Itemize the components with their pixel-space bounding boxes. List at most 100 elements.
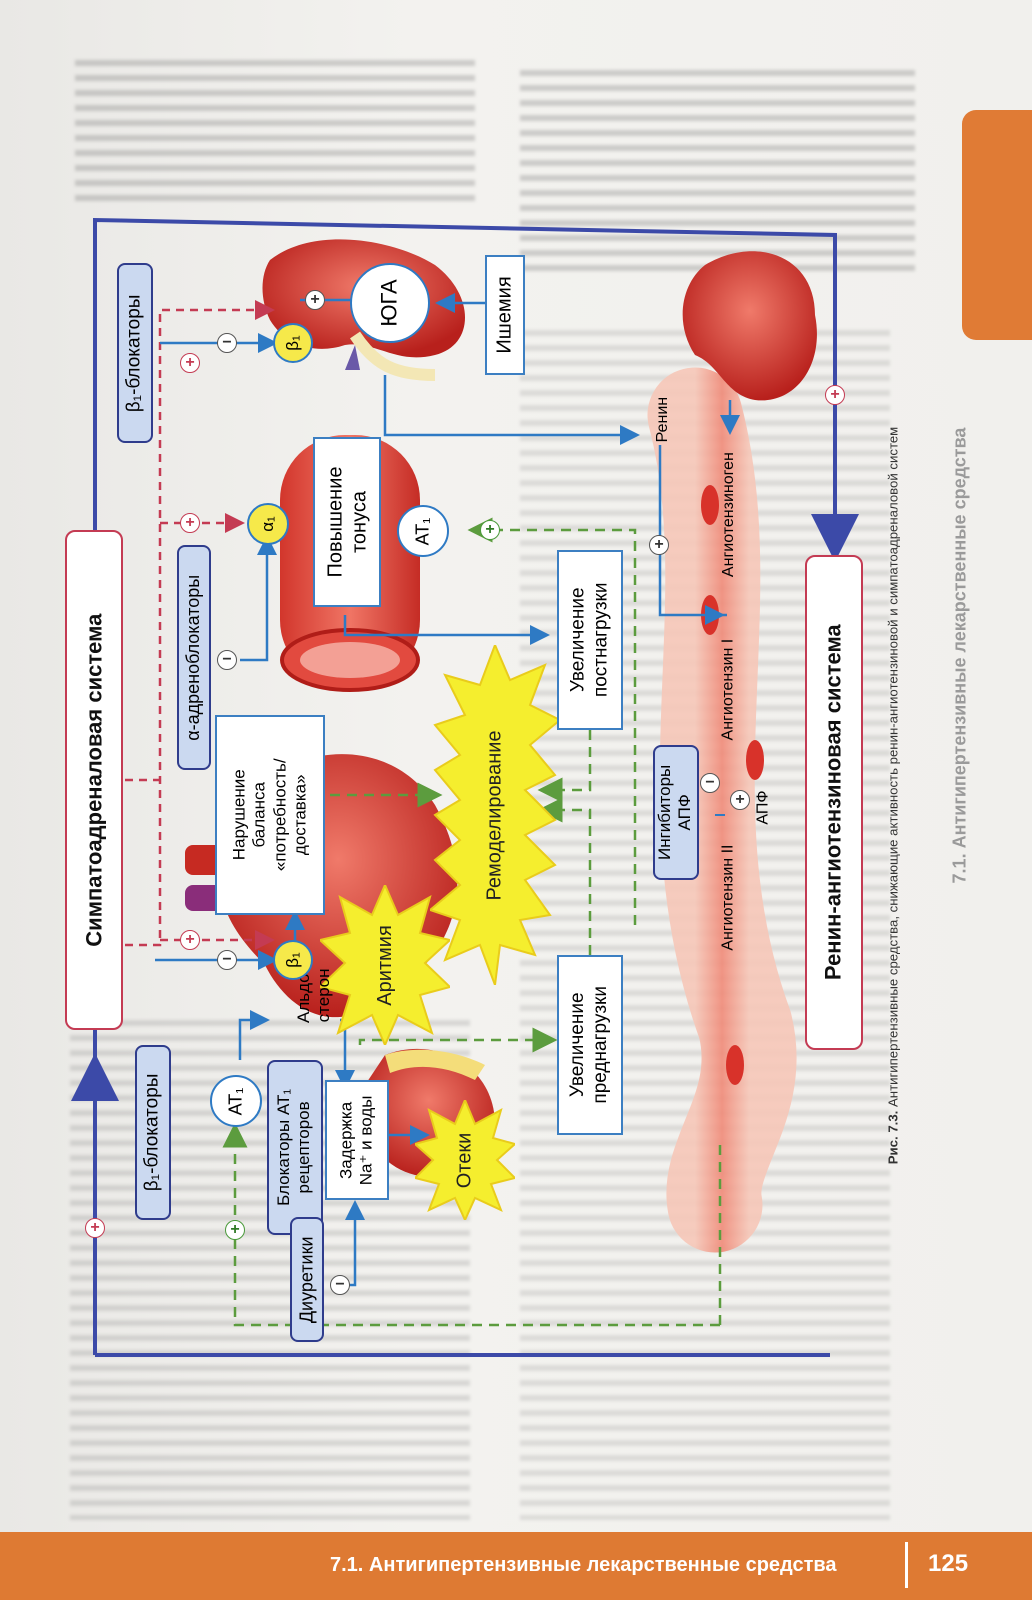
starburst-shape [320, 885, 450, 1045]
sympathetic-line [125, 300, 275, 947]
caption-text: Антигипертензивные средства, снижающие а… [885, 426, 901, 1107]
plus-sign: + [480, 520, 500, 540]
page-number: 125 [928, 1550, 969, 1577]
balance-label-3: «потребность/ [270, 758, 290, 872]
renin-text: Ренин [650, 385, 676, 455]
ureter [350, 331, 436, 381]
balance-label-2: баланса [249, 782, 269, 848]
ace-label: АПФ [754, 790, 772, 825]
beta1-heart-label: β₁ [282, 952, 302, 968]
raas-system-label: Ренин-ангиотензиновая система [820, 624, 846, 981]
angiotensinogen-text: Ангиотензиноген [715, 425, 741, 605]
arrhythmia-label: Аритмия [373, 924, 396, 1006]
minus-sign: − [217, 333, 237, 353]
renal-vessels [345, 345, 360, 370]
alpha-blockers-label: α-адреноблокаторы [183, 574, 204, 741]
sympathoadrenal-system-label: Симпатоадреналовая система [80, 613, 106, 947]
adrenal-gland [385, 1049, 485, 1080]
angiotensin2-adrenal-line [222, 1122, 720, 1327]
erythrocyte [726, 1045, 744, 1085]
blood-vessel [647, 367, 797, 1253]
alpha1-receptor: α₁ [247, 503, 289, 545]
renin-label: Ренин [654, 397, 672, 443]
tone-label-2: тонуса [348, 490, 371, 554]
starburst-shape [430, 645, 560, 985]
beta1-blockers-top-label: β₁-блокаторы [123, 294, 145, 412]
plus-sign: + [305, 290, 325, 310]
plus-sign: + [180, 353, 200, 373]
diuretic-line [335, 1200, 365, 1287]
angiotensin1-label: Ангиотензин I [719, 639, 737, 741]
minus-sign: − [217, 650, 237, 670]
at1-blockers-label-1: Блокаторы AT₁ [274, 1088, 294, 1207]
footer-divider [905, 1542, 908, 1588]
beta1-kidney-receptor: β₁ [273, 323, 313, 363]
alpha1-label: α₁ [257, 516, 277, 532]
background-text-block [75, 60, 475, 210]
edema-starburst: Отеки [415, 1100, 515, 1220]
balance-label-1: Нарушение [229, 769, 249, 861]
ace-inhibitors-label-1: Ингибиторы [655, 764, 675, 861]
alpha-blockers-box: α-адреноблокаторы [177, 545, 211, 770]
aldosterone-line [238, 1010, 270, 1060]
artery-lumen-inner [300, 642, 400, 678]
angiotensinogen-label: Ангиотензиноген [719, 452, 737, 578]
beta1-heart-receptor: β₁ [273, 940, 313, 980]
beta1-blockers-bottom-label: β₁-блокаторы [141, 1073, 163, 1192]
liver-illustration [682, 251, 817, 401]
tone-afterload-line [343, 615, 550, 645]
plus-sign: + [730, 790, 750, 810]
juga-circle: ЮГА [350, 263, 430, 343]
background-text-block [520, 70, 915, 280]
chapter-tab [962, 110, 1032, 340]
remodeling-label: Ремоделирование [483, 729, 506, 901]
afterload-remodeling-line [537, 730, 592, 803]
plus-sign: + [825, 385, 845, 405]
tone-label-1: Повышение [324, 466, 347, 578]
footer-title: 7.1. Антигипертензивные лекарственные ср… [330, 1554, 837, 1576]
retention-label-1: Задержка [336, 1101, 356, 1179]
juga-label: ЮГА [377, 279, 402, 327]
arrhythmia-starburst: Аритмия [320, 885, 450, 1045]
sympathoadrenal-system-box: Симпатоадреналовая система [65, 530, 123, 1030]
at1-adrenal-receptor: AT₁ [210, 1075, 262, 1127]
running-head: 7.1. Антигипертензивные лекарственные ср… [949, 427, 970, 883]
balance-label-4: доставка» [290, 774, 310, 856]
renin-action-line [658, 445, 725, 625]
raas-sympathetic-diagram: Ремоделирование Аритмия Отеки Симпатоадр… [55, 205, 870, 1385]
retention-preload-line [358, 1027, 558, 1053]
beta1-kidney-label: β₁ [282, 335, 302, 351]
page-footer: 7.1. Антигипертензивные лекарственные ср… [0, 1532, 1032, 1600]
angiotensin2-label: Ангиотензин II [719, 844, 737, 951]
minus-sign: − [700, 773, 720, 793]
minus-sign: − [330, 1275, 350, 1295]
remodeling-starburst: Ремоделирование [430, 645, 560, 985]
plus-sign: + [225, 1220, 245, 1240]
minus-sign: − [217, 950, 237, 970]
afterload-label-2: постнагрузки [590, 582, 612, 698]
caption-label: Рис. 7.3. [885, 1110, 901, 1164]
plus-sign: + [180, 930, 200, 950]
angiotensin2-vessel-line [467, 517, 637, 925]
at1-vessel-label: AT₁ [412, 517, 433, 545]
at1-adrenal-label: AT₁ [225, 1087, 246, 1115]
ischemia-label: Ишемия [494, 276, 517, 354]
diuretics-label: Диуретики [296, 1236, 317, 1323]
ace-inhibitors-label-2: АПФ [676, 794, 696, 831]
figure-caption: Рис. 7.3. Антигипертензивные средства, с… [875, 285, 911, 1305]
preload-label-2: преднагрузки [590, 986, 612, 1104]
angiotensin2-text: Ангиотензин II [715, 825, 741, 970]
alpha-blocker-line [240, 535, 277, 662]
ace-text: АПФ [750, 780, 776, 835]
starburst-shape [415, 1100, 515, 1220]
raas-system-box: Ренин-ангиотензиновая система [805, 555, 863, 1050]
aldosterone-label-2: стерон [315, 968, 334, 1022]
erythrocyte [746, 740, 764, 780]
preload-remodeling-line [537, 797, 592, 955]
